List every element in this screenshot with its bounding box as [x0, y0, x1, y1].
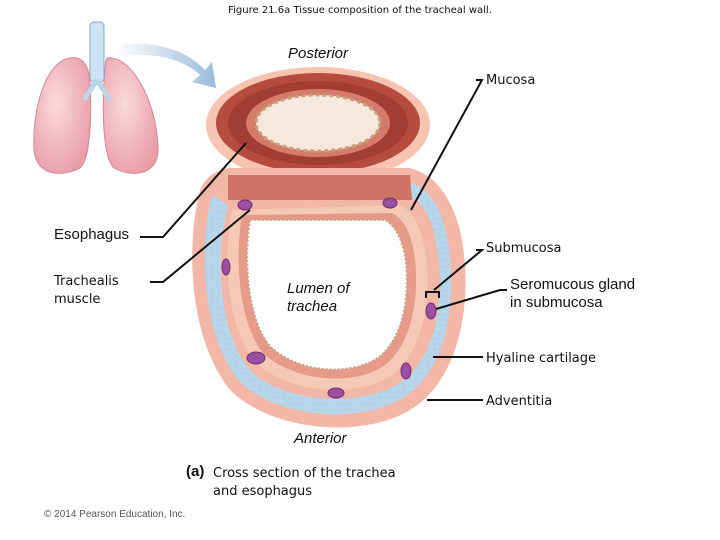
copyright-notice: © 2014 Pearson Education, Inc.: [44, 509, 186, 520]
label-adventitia: Adventitia: [486, 394, 553, 409]
esophagus: [206, 67, 430, 183]
label-anterior: Anterior: [294, 430, 347, 447]
label-esophagus: Esophagus: [54, 226, 130, 243]
label-mucosa: Mucosa: [486, 73, 536, 88]
label-submucosa: Submucosa: [486, 241, 562, 256]
seromucous-glands: [221, 197, 437, 399]
tracheal-lumen: [246, 219, 408, 371]
figure-title: Figure 21.6a Tissue composition of the t…: [228, 5, 492, 16]
trachealis-muscle: [228, 175, 412, 200]
label-hyaline-cartilage: Hyaline cartilage: [486, 351, 597, 366]
label-seromucous-gland: Seromucous gland in submucosa: [510, 276, 636, 311]
label-posterior: Posterior: [288, 45, 349, 62]
leader-lines: [140, 79, 507, 401]
caption-letter: (a): [186, 463, 205, 480]
label-lumen: Lumen of trachea: [287, 280, 350, 315]
caption-text: Cross section of the trachea and esophag…: [213, 466, 396, 499]
lungs-icon: [33, 21, 159, 174]
pointer-arrow: [115, 43, 216, 88]
label-trachealis-muscle: Trachealis muscle: [54, 274, 119, 307]
